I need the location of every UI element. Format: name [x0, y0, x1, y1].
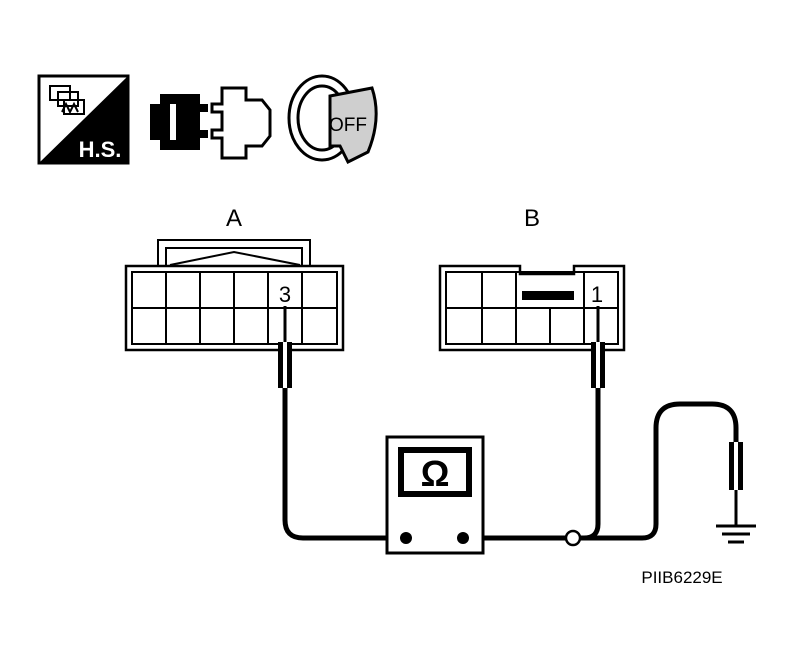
- ohmmeter: Ω: [385, 435, 566, 555]
- connector-a-terminal: 3: [279, 282, 291, 307]
- ground-symbol-icon: [716, 524, 756, 544]
- probe-b: [580, 306, 605, 541]
- probe-a: [278, 306, 406, 541]
- connector-b-label: B: [524, 205, 540, 232]
- connector-disconnect-icon: [150, 86, 272, 160]
- harness-label: H.S.: [79, 137, 122, 162]
- connector-b: [438, 264, 626, 352]
- junction-point: [564, 529, 582, 547]
- figure-code: PIIB6229E: [641, 568, 722, 587]
- ohm-symbol: Ω: [421, 453, 450, 494]
- connector-a: [124, 239, 345, 352]
- meter-terminal-positive: [457, 532, 469, 544]
- ground-probe: [729, 442, 743, 526]
- ignition-off-label: OFF: [329, 115, 367, 136]
- connector-b-terminal: 1: [591, 282, 603, 307]
- ignition-off-icon: OFF: [287, 74, 378, 165]
- harness-sign-icon: H.S.: [37, 74, 130, 165]
- ground-lead: [580, 401, 739, 541]
- connector-a-label: A: [226, 205, 242, 232]
- connector-b-lock-bar: [522, 291, 574, 300]
- meter-terminal-negative: [400, 532, 412, 544]
